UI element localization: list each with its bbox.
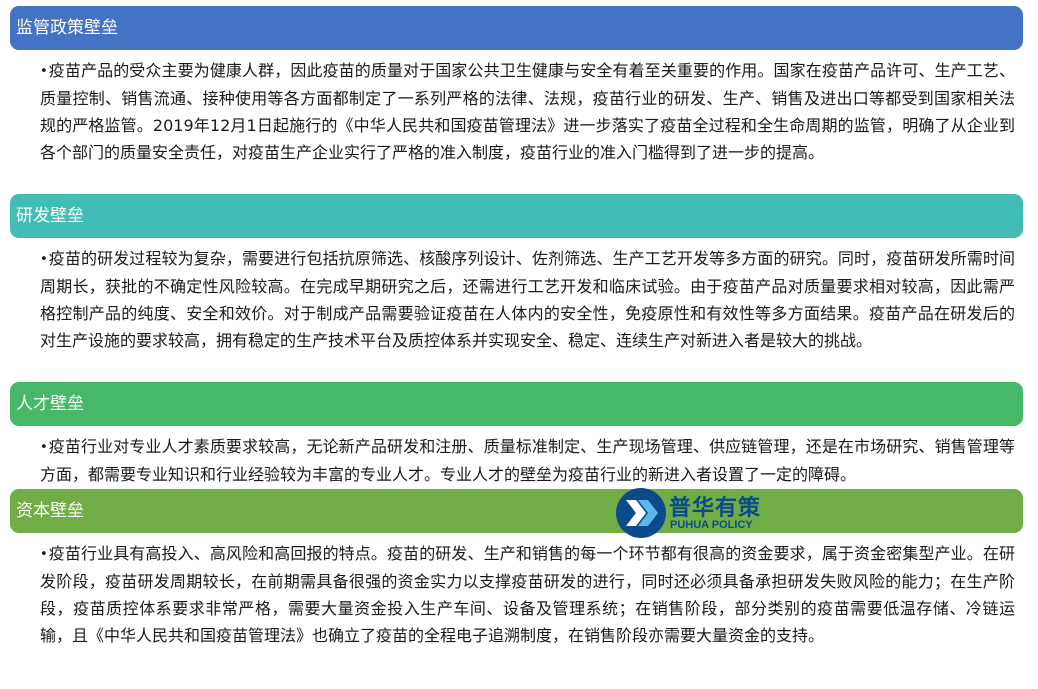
logo-chevrons-icon — [616, 488, 666, 538]
logo-name-cn: 普华有策 — [669, 496, 762, 521]
section-text: 疫苗的研发过程较为复杂，需要进行包括抗原筛选、核酸序列设计、佐剂筛选、生产工艺开… — [40, 249, 1015, 350]
section-header-capital: 资本壁垒 — [10, 489, 1023, 533]
section-title: 人才壁垒 — [16, 394, 84, 414]
bullet-icon: • — [40, 252, 48, 267]
section-header-rnd: 研发壁垒 — [10, 194, 1023, 238]
section-title: 资本壁垒 — [16, 501, 84, 521]
section-text: 疫苗行业具有高投入、高风险和高回报的特点。疫苗的研发、生产和销售的每一个环节都有… — [40, 544, 1015, 645]
section-body-rnd: •疫苗的研发过程较为复杂，需要进行包括抗原筛选、核酸序列设计、佐剂筛选、生产工艺… — [40, 245, 1015, 354]
section-body-talent: •疫苗行业对专业人才素质要求较高，无论新产品研发和注册、质量标准制定、生产现场管… — [40, 433, 1015, 488]
section-title: 研发壁垒 — [16, 206, 84, 226]
section-title: 监管政策壁垒 — [16, 18, 118, 38]
section-text: 疫苗产品的受众主要为健康人群，因此疫苗的质量对于国家公共卫生健康与安全有着至关重… — [40, 61, 1015, 162]
section-header-regulatory: 监管政策壁垒 — [10, 6, 1023, 50]
section-body-regulatory: •疫苗产品的受众主要为健康人群，因此疫苗的质量对于国家公共卫生健康与安全有着至关… — [40, 57, 1015, 166]
bullet-icon: • — [40, 440, 48, 455]
section-header-talent: 人才壁垒 — [10, 382, 1023, 426]
bullet-icon: • — [40, 64, 48, 79]
section-text: 疫苗行业对专业人才素质要求较高，无论新产品研发和注册、质量标准制定、生产现场管理… — [40, 437, 1015, 484]
section-body-capital: •疫苗行业具有高投入、高风险和高回报的特点。疫苗的研发、生产和销售的每一个环节都… — [40, 540, 1015, 649]
bullet-icon: • — [40, 547, 48, 562]
puhua-policy-logo: 普华有策 PUHUA POLICY — [616, 488, 766, 538]
logo-name-en: PUHUA POLICY — [670, 519, 753, 531]
